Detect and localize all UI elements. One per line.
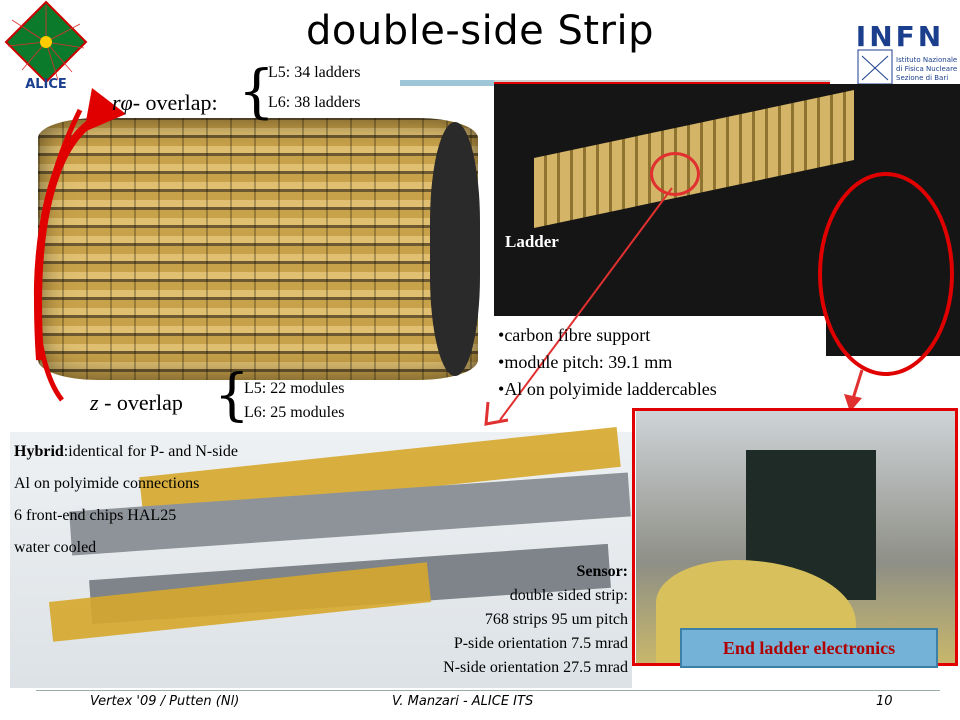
footer-rule: [36, 690, 940, 691]
svg-text:di Fisica Nucleare: di Fisica Nucleare: [896, 65, 957, 73]
ladder-bullet-list: •carbon fibre support •module pitch: 39.…: [498, 322, 717, 403]
rphi-l6: L6: 38 ladders: [268, 94, 361, 111]
end-ladder-photo: [636, 410, 956, 666]
slide-title: double-side Strip: [306, 8, 654, 54]
ladder-bullet: •module pitch: 39.1 mm: [498, 352, 673, 372]
z-brace: {: [214, 363, 250, 428]
end-ladder-highlight-ellipse: [818, 172, 954, 376]
module-highlight-ellipse: [650, 152, 700, 196]
barrel-photo: [38, 118, 478, 380]
ladder-bullet: •Al on polyimide laddercables: [498, 379, 717, 399]
ladder-bullet: •carbon fibre support: [498, 325, 651, 345]
infn-logo-text: INFN: [856, 20, 944, 53]
barrel-photo-end: [430, 122, 480, 376]
footer-conference: Vertex '09 / Putten (Nl): [90, 694, 240, 709]
ladder-label: Ladder: [505, 232, 559, 251]
alice-logo: ALICE: [2, 0, 90, 92]
z-overlap-label: z - overlap: [90, 390, 183, 415]
svg-text:Sezione di Bari: Sezione di Bari: [896, 74, 948, 82]
end-ladder-caption: End ladder electronics: [680, 628, 938, 668]
footer-page-number: 10: [876, 694, 893, 709]
rphi-overlap-label: rφ- overlap:: [112, 90, 218, 115]
infn-logo: INFN Istituto Nazionale di Fisica Nuclea…: [842, 6, 958, 90]
footer-author: V. Manzari - ALICE ITS: [392, 694, 534, 709]
hybrid-description: Hybrid:identical for P- and N-side Al on…: [14, 443, 238, 556]
z-l6: L6: 25 modules: [244, 404, 345, 421]
sensor-description: Sensor: double sided strip: 768 strips 9…: [443, 563, 628, 676]
callout-arrows: [484, 187, 864, 426]
overlap-arrows: [34, 88, 126, 402]
rphi-brace: {: [238, 57, 275, 125]
alice-logo-text: ALICE: [25, 77, 67, 90]
rphi-l5: L5: 34 ladders: [268, 64, 361, 81]
svg-text:Istituto Nazionale: Istituto Nazionale: [896, 56, 957, 64]
hybrid-module-photo: [10, 427, 632, 688]
z-l5: L5: 22 modules: [244, 380, 345, 397]
